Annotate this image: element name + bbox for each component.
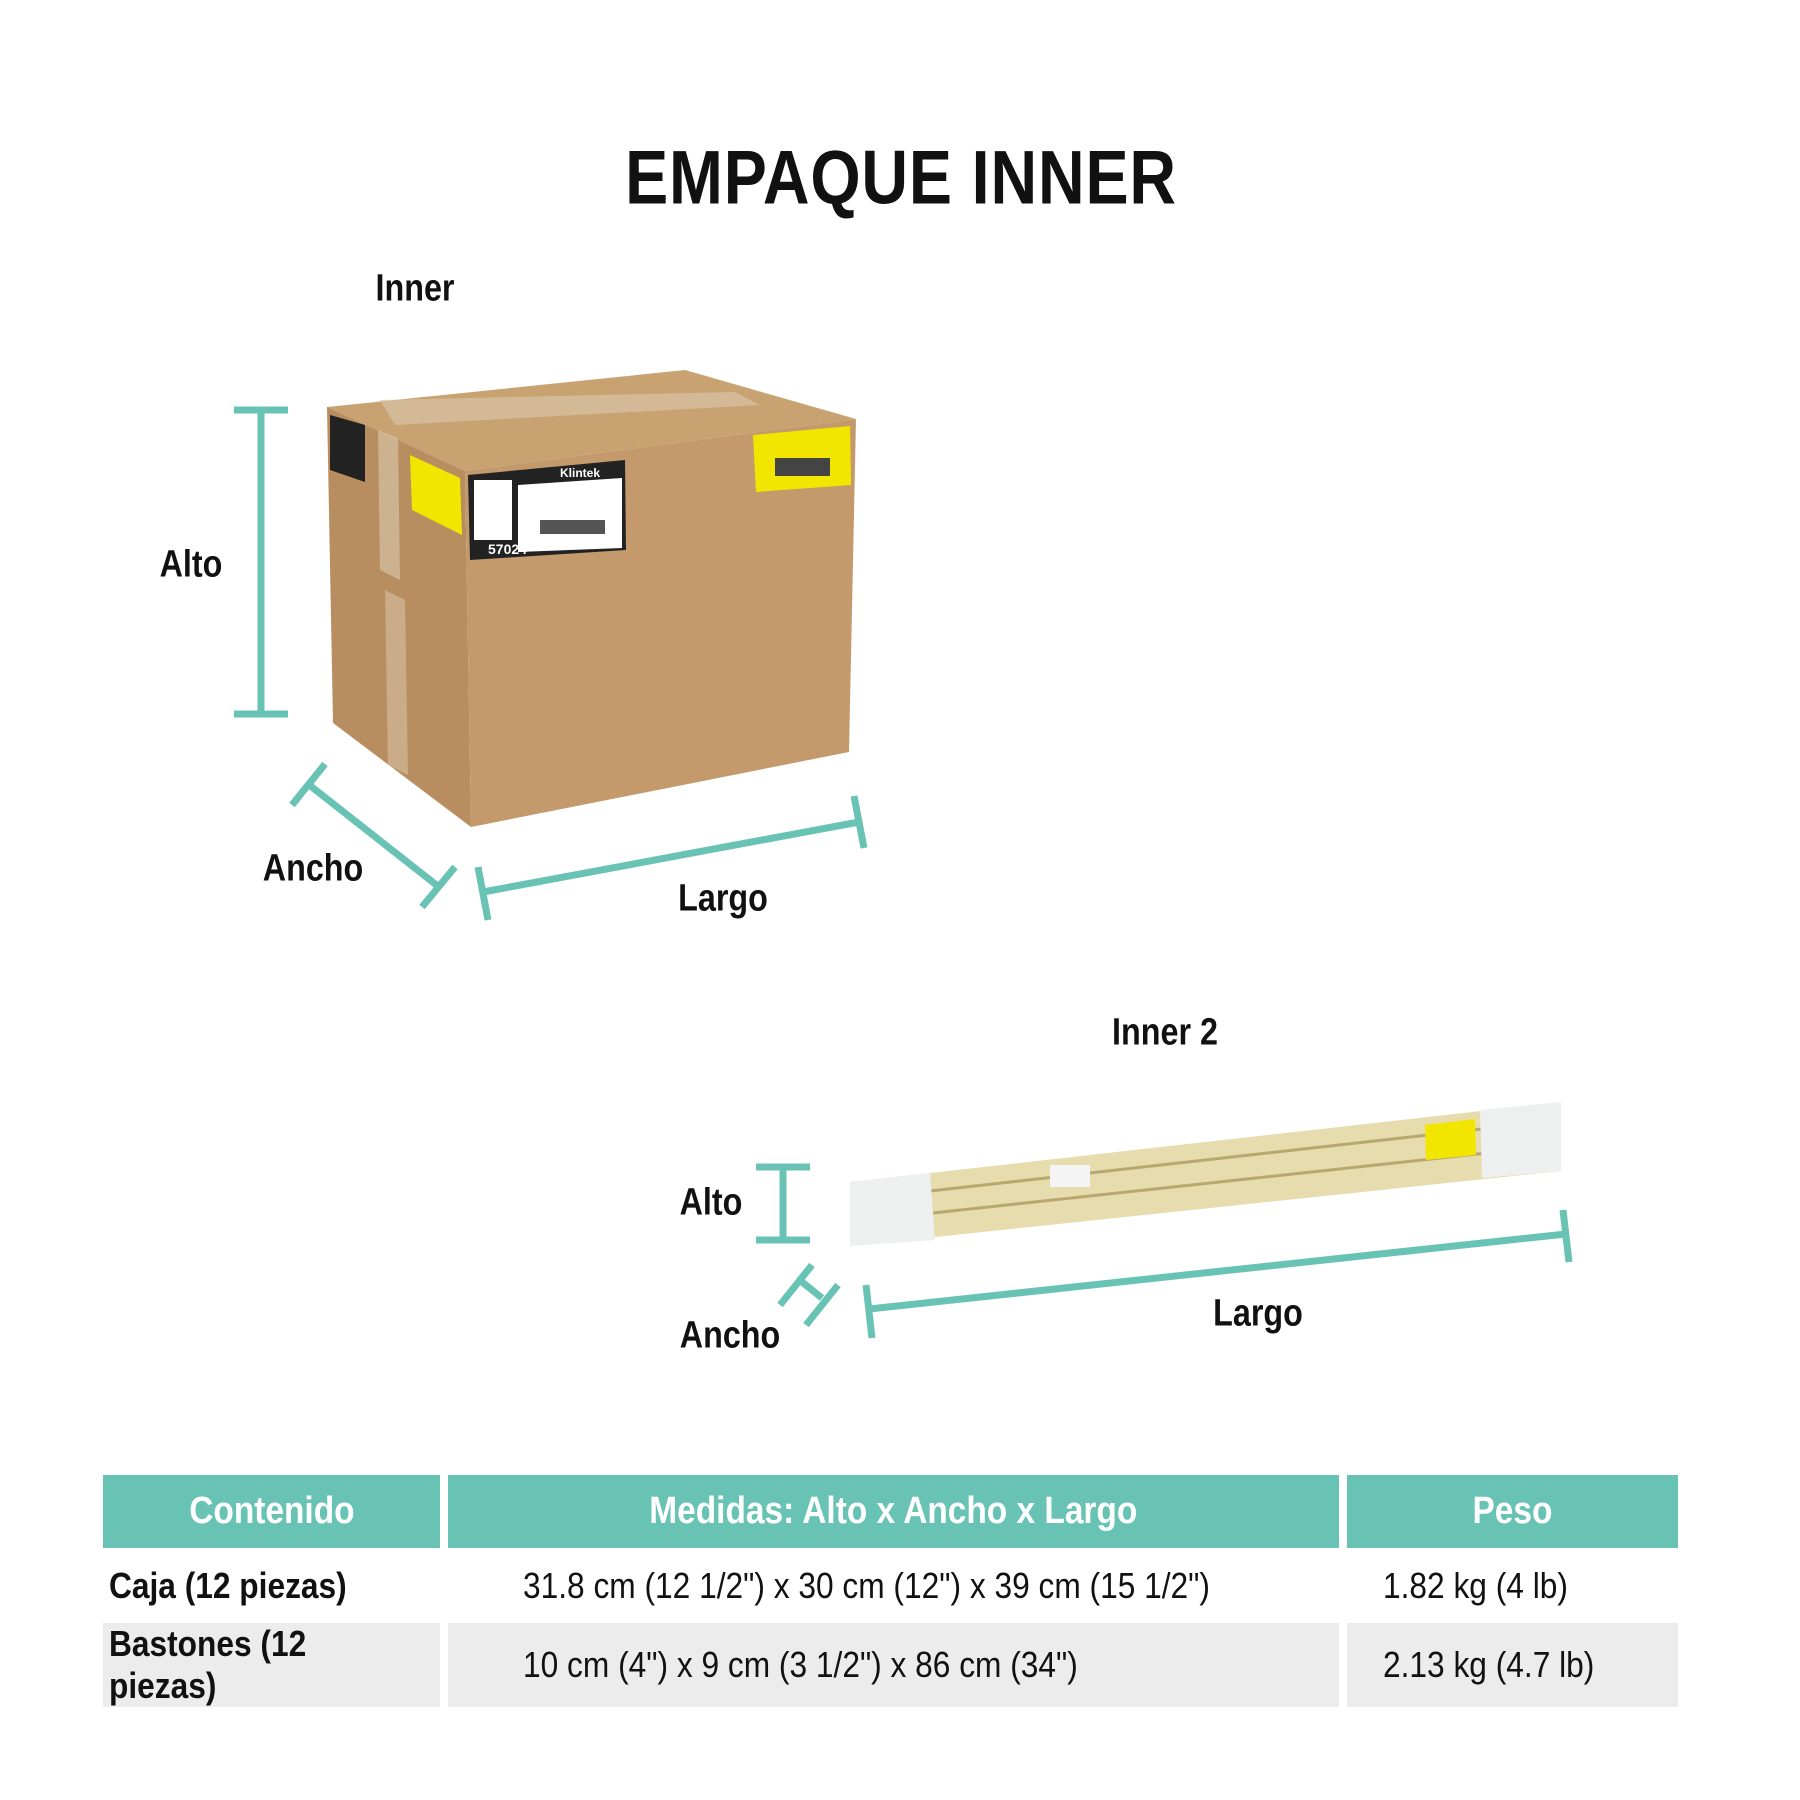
- header-medidas: Medidas: Alto x Ancho x Largo: [447, 1475, 1339, 1548]
- cell-peso: 1.82 kg (4 lb): [1382, 1564, 1568, 1606]
- sticks-bundle-image: [849, 1102, 1562, 1246]
- inner2-label: Inner 2: [1112, 1011, 1218, 1054]
- alto2-label: Alto: [679, 1181, 743, 1224]
- page-title: EMPAQUE INNER: [625, 135, 1177, 221]
- table-header-row: Contenido Medidas: Alto x Ancho x Largo …: [103, 1475, 1678, 1548]
- specs-table: Contenido Medidas: Alto x Ancho x Largo …: [95, 1475, 1686, 1707]
- largo-dimension-line: [474, 795, 868, 921]
- table-row: Bastones (12 piezas) 10 cm (4") x 9 cm (…: [103, 1623, 1678, 1707]
- ancho-dimension-line: [289, 761, 458, 910]
- cell-contenido: Bastones (12 piezas): [103, 1623, 440, 1707]
- product-label: 57024 Klintek: [468, 460, 626, 560]
- largo2-dimension-line: [862, 1209, 1573, 1339]
- header-peso: Peso: [1346, 1475, 1678, 1548]
- ancho-label: Ancho: [262, 847, 364, 890]
- inner-label: Inner: [375, 267, 455, 310]
- cardboard-box-image: 57024 Klintek: [327, 370, 856, 827]
- ancho2-label: Ancho: [679, 1314, 781, 1357]
- largo2-label: Largo: [1213, 1292, 1303, 1335]
- ancho2-dimension-line: [777, 1262, 841, 1328]
- cell-medidas: 31.8 cm (12 1/2") x 30 cm (12") x 39 cm …: [522, 1564, 1210, 1606]
- alto-dimension-line: [234, 406, 288, 718]
- alto2-dimension-line: [756, 1163, 810, 1244]
- cell-medidas: 10 cm (4") x 9 cm (3 1/2") x 86 cm (34"): [447, 1623, 1339, 1707]
- cell-peso: 2.13 kg (4.7 lb): [1346, 1623, 1678, 1707]
- largo-label: Largo: [678, 877, 768, 920]
- header-contenido: Contenido: [103, 1475, 440, 1548]
- cell-contenido: Caja (12 piezas): [109, 1564, 347, 1606]
- table-row: Caja (12 piezas) 31.8 cm (12 1/2") x 30 …: [103, 1548, 1678, 1623]
- box-code-text: 57024: [488, 541, 527, 557]
- illustrations: 57024 Klintek: [234, 370, 1573, 1339]
- box-brand-text: Klintek: [560, 466, 600, 480]
- alto-label: Alto: [159, 543, 223, 586]
